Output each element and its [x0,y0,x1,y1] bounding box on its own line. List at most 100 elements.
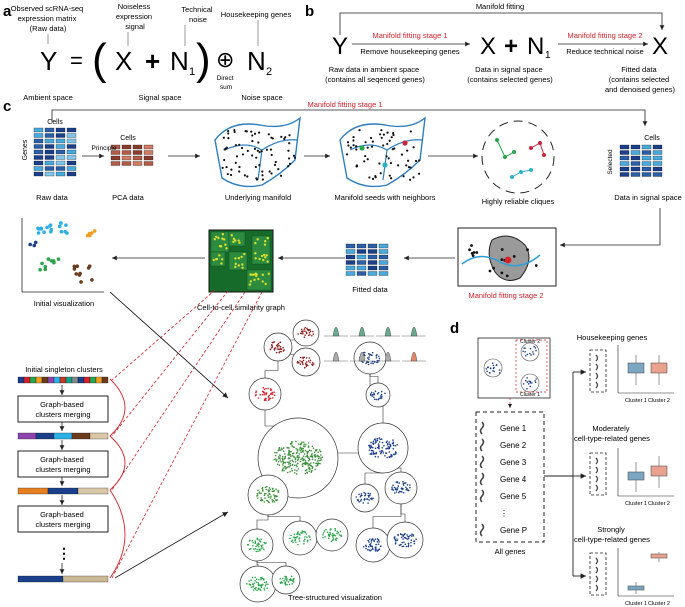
principle-component-label: Principle [92,145,117,152]
scatter-point [234,161,237,164]
tree-node-point [259,394,262,396]
scatter-point [533,345,535,348]
tree-node-point [293,472,296,474]
scatter-point [36,231,41,235]
scatter-point [526,388,528,390]
scatter-point [238,165,241,169]
violin-shape [410,351,418,362]
tree-node-point [413,540,416,543]
tree-node-point [375,543,377,546]
tree-node-point [402,484,405,486]
tree-node-point [258,491,261,494]
tree-node-point [270,343,273,346]
scatter-point [382,133,385,136]
tree-node-point [290,534,292,537]
tree-node-point [373,540,375,543]
tree-node-point [254,588,257,590]
tree-node-point [371,446,374,449]
tree-node-point [390,455,393,458]
heatmap-cell [66,155,77,160]
tree-node-point [316,463,319,466]
tree-node-point [371,351,374,354]
tree-node-point [280,447,283,450]
tree-node-point [253,548,255,550]
gene-icon [595,584,599,592]
tree-node-point [322,536,324,539]
tree-node-point [372,453,375,455]
signal-data-label: Data in signal space (contains selected … [467,65,553,84]
cluster-segment [77,376,85,384]
heatmap-cell [630,172,641,177]
tree-node-point [304,330,306,332]
symbol-n2: N [247,46,266,76]
tree-node-circle [350,483,380,513]
cluster-segment [35,376,43,384]
scatter-point [529,385,532,388]
scatter-point [364,141,367,144]
cluster-segment [17,376,25,384]
tree-node-point [376,549,378,552]
graph-node [219,245,223,248]
tree-node-point [409,484,411,486]
tree-node-point [299,460,302,463]
scatter-point [43,264,48,269]
manifold-fitting-bracket [339,12,665,35]
tree-node-point [374,550,377,552]
tree-node-point [379,545,382,547]
tree-node-point [380,397,383,399]
tree-node-point [259,541,262,543]
scatter-point [500,271,504,275]
scatter-point [390,177,393,180]
tree-node-point [257,583,260,585]
tree-node-point [407,542,410,545]
tree-node-point [371,395,373,397]
tree-node-point [260,577,262,579]
symbol-x: X [115,46,132,76]
tree-node-point [273,494,275,496]
seed-red [402,140,408,146]
housekeeping-label: Housekeeping genes [221,10,292,19]
tree-node-point [384,392,386,395]
tree-node-point [319,462,321,465]
scatter-point [233,128,236,132]
tree-node-point [264,399,266,401]
tree-node-point [289,464,292,467]
scatter-point [412,176,415,179]
scatter-point [355,148,358,151]
tree-node-point [306,450,308,453]
tree-node-point [303,443,305,445]
panel-c-letter: c [3,98,11,115]
scatter-point [397,164,400,167]
tree-node-point [263,393,266,396]
heatmap-cell [345,265,356,271]
scatter-point [505,274,509,278]
tree-node-point [287,447,290,449]
tree-node-point [380,450,383,452]
violin-shape [384,351,392,362]
tree-node-point [251,539,254,542]
scatter-point [251,134,254,137]
left-paren: ( [92,35,107,84]
scatter-point [534,381,537,384]
scatter-point [87,231,92,236]
tree-node-point [299,448,301,450]
tree-node-point [282,346,284,349]
scatter-point [59,221,63,225]
heatmap-cell [356,260,367,265]
tree-node-point [276,499,279,501]
scatter-point [250,130,253,133]
tree-node-point [337,531,340,534]
scatter-point [522,350,524,353]
tree-node-point [275,488,277,491]
tree-node-point [254,579,256,582]
tree-node-point [261,390,264,393]
gene-label: Gene 3 [500,458,527,467]
tree-node-point [370,497,373,500]
scatter-point [402,175,405,178]
tree-node-point [278,457,280,460]
tree-node-point [317,455,319,458]
pca-heatmap [110,144,154,166]
scatter-point [283,137,286,141]
heatmap-cell [33,160,44,166]
tree-node-point [296,450,299,452]
